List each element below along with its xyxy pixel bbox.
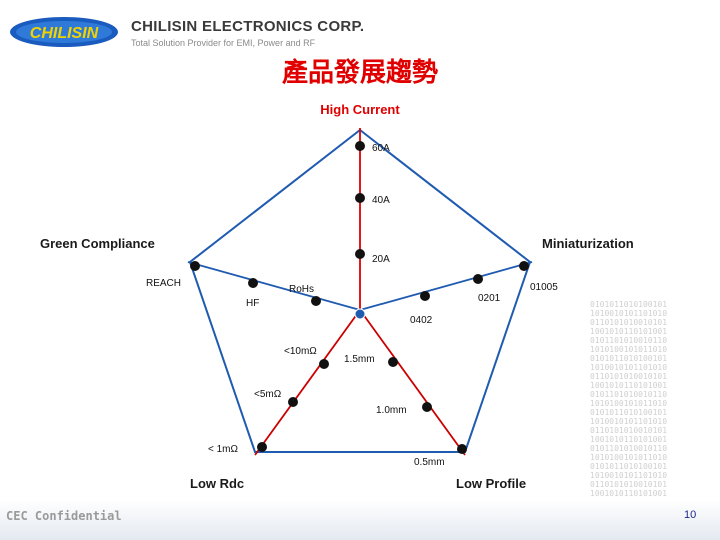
axis-label-green-compliance: Green Compliance [40,236,155,251]
label-0402: 0402 [410,315,433,326]
point-01005 [519,261,529,271]
axis-label-high-current: High Current [320,102,400,117]
page-number: 10 [684,509,697,521]
point-60a [355,141,365,151]
label-10mohm: <10mΩ [284,346,317,357]
axis-spoke-green-compliance [187,261,361,311]
point-1-0mm [422,402,432,412]
point-0402 [420,291,430,301]
axis-spoke-low-profile [359,309,466,456]
point-10mohm [319,359,329,369]
point-20a [355,249,365,259]
label-reach: REACH [146,278,181,289]
company-tagline: Total Solution Provider for EMI, Power a… [131,38,316,48]
logo-text: CHILISIN [30,25,99,42]
label-20a: 20A [372,254,390,265]
label-40a: 40A [372,195,390,206]
axis-label-low-profile: Low Profile [456,476,526,491]
point-0-5mm [457,444,467,454]
footer-bar [0,500,720,540]
point-reach [190,261,200,271]
axis-label-miniaturization: Miniaturization [542,236,634,251]
label-60a: 60A [372,143,390,154]
axis-label-low-rdc: Low Rdc [190,476,244,491]
point-40a [355,193,365,203]
chilisin-logo: CHILISIN [10,17,118,47]
label-1-0mm: 1.0mm [376,405,407,416]
label-1mohm: < 1mΩ [208,444,239,455]
axis-spoke-low-rdc [254,309,361,456]
company-name: CHILISIN ELECTRONICS CORP. [131,18,365,35]
center-node [354,308,366,320]
point-rohs [248,278,258,288]
label-rohs: RoHs [289,284,314,295]
point-0201 [473,274,483,284]
label-1-5mm: 1.5mm [344,354,375,365]
label-01005: 01005 [530,282,558,293]
label-5mohm: <5mΩ [254,389,282,400]
confidential-label: CEC Confidential [6,509,122,523]
label-hf: HF [246,298,259,309]
label-0-5mm: 0.5mm [414,457,445,468]
label-0201: 0201 [478,293,501,304]
axis-spoke-miniaturization [359,261,533,311]
point-1-5mm [388,357,398,367]
point-5mohm [288,397,298,407]
slide-title: 產品發展趨勢 [281,58,438,88]
point-1mohm [257,442,267,452]
point-hf [311,296,321,306]
